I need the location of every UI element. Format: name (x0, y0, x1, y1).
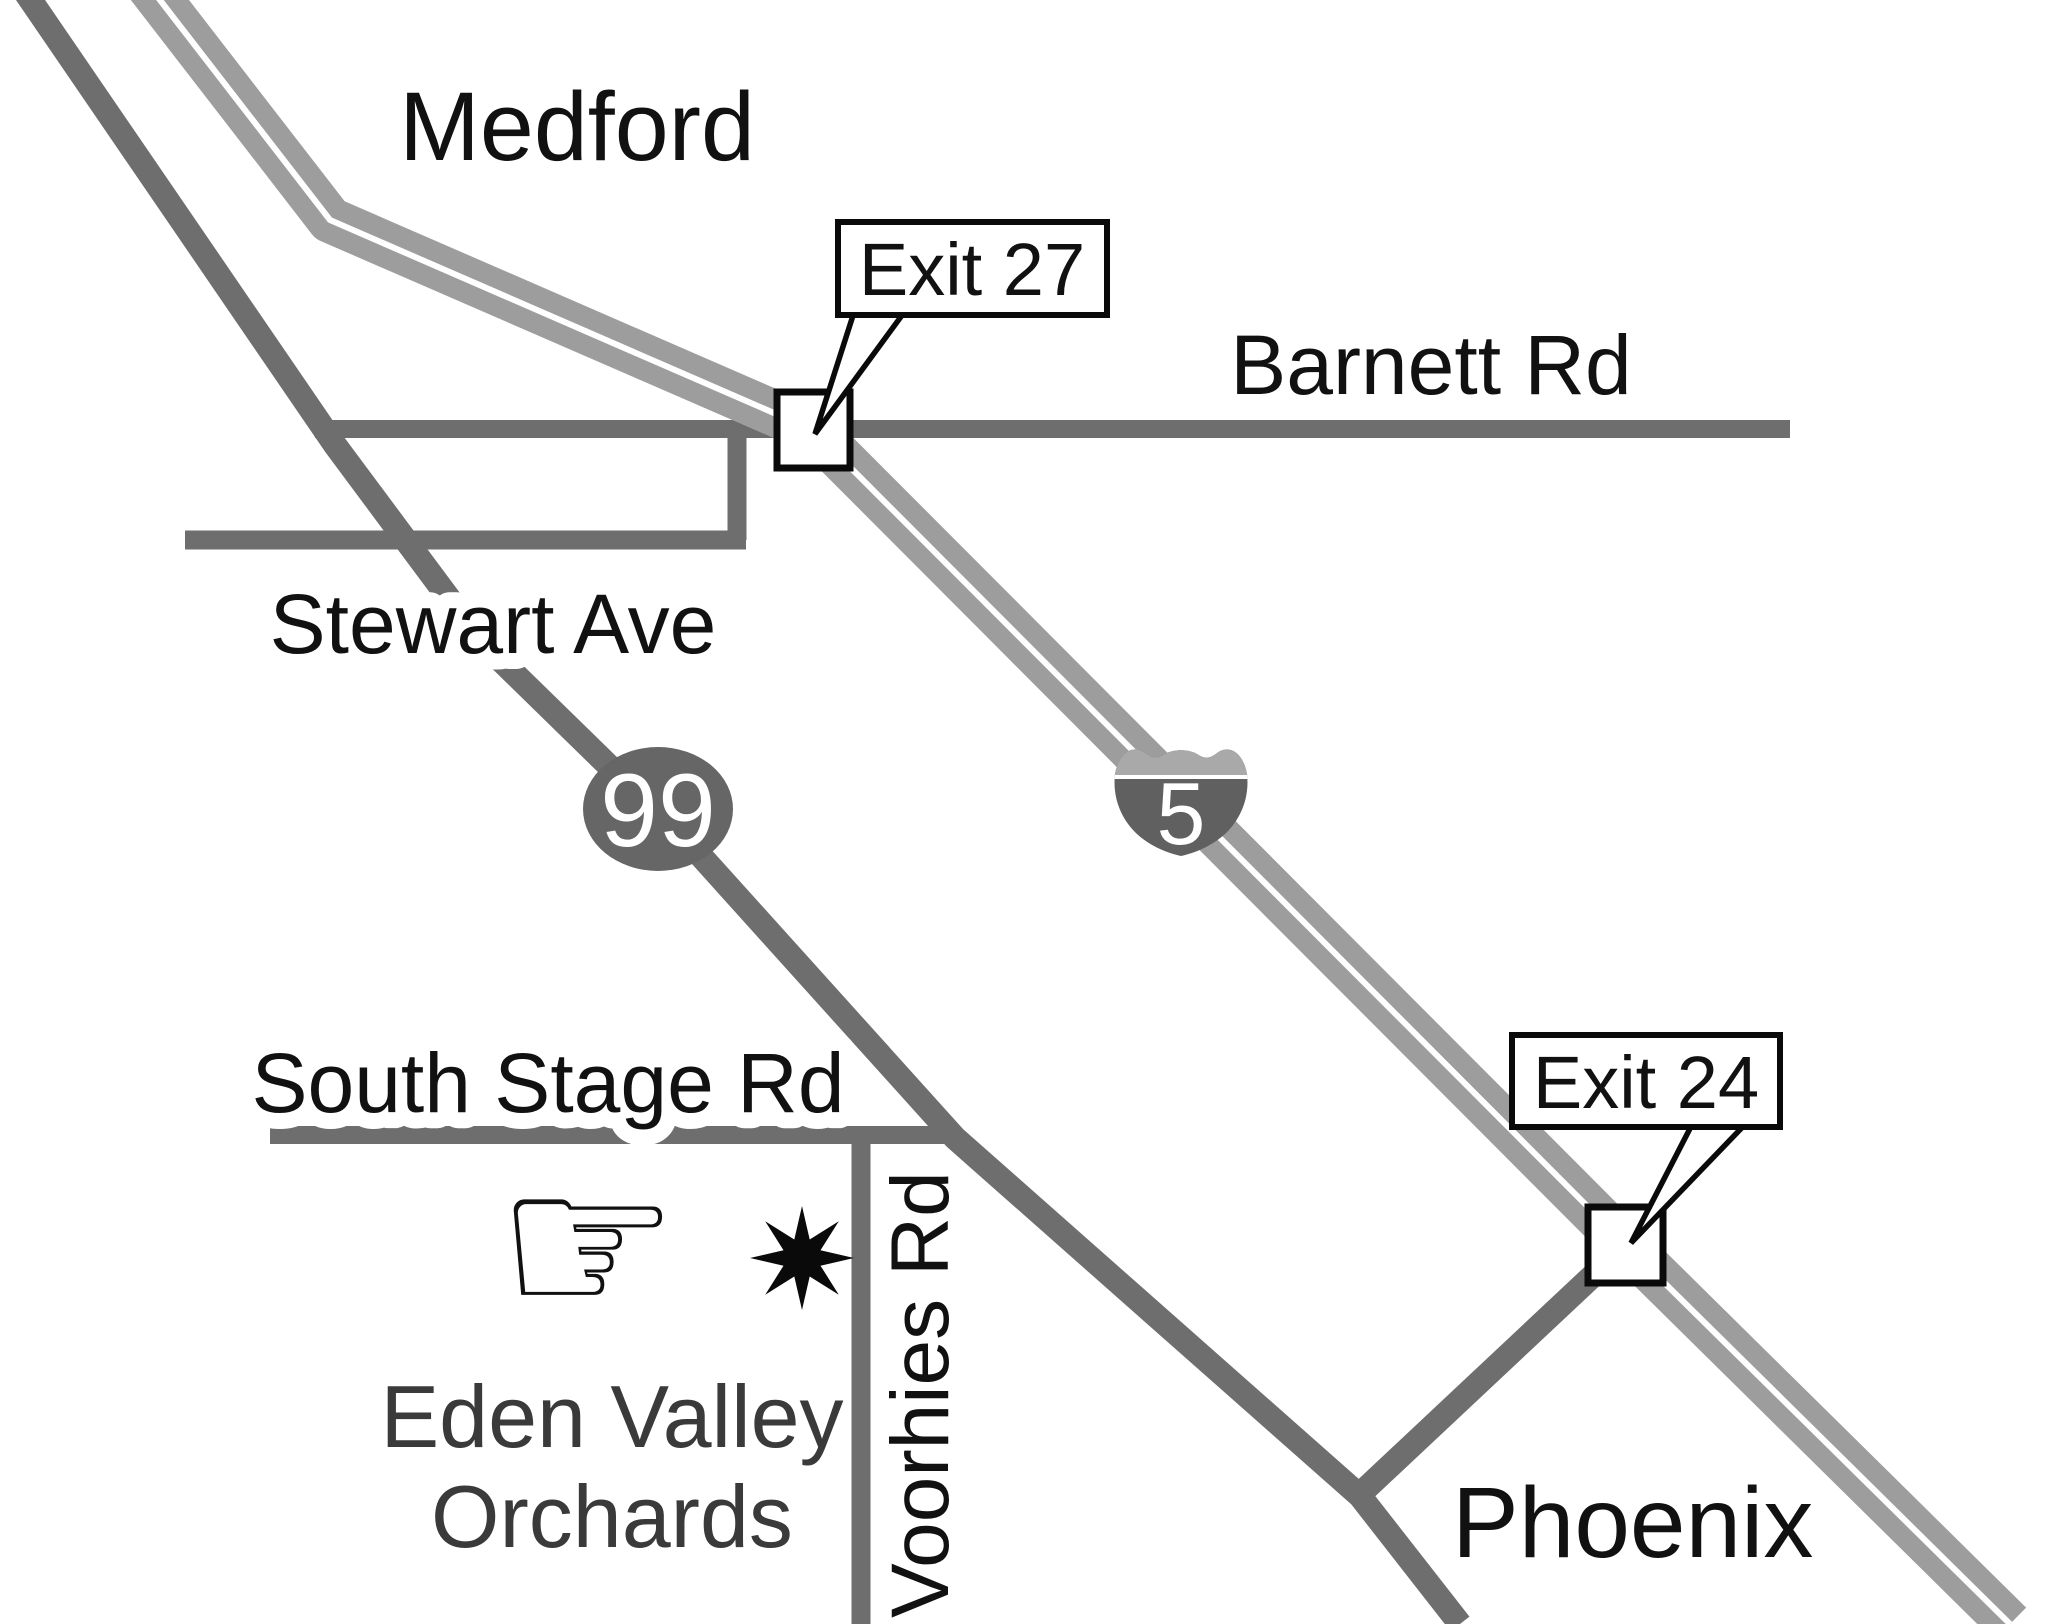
exit24-callout-box (1509, 1032, 1783, 1130)
interstate-shield-icon: 5 (1114, 749, 1248, 863)
destination-label-line2: Orchards (431, 1467, 793, 1566)
road-label-barnett: Barnett Rd (1230, 318, 1632, 412)
destination-star-icon (750, 1206, 854, 1310)
interstate-shield-separator (1114, 775, 1248, 779)
interstate-5-shield-number: 5 (1157, 764, 1206, 863)
city-label-medford: Medford (399, 72, 755, 181)
road-label-voorhies: Voorhies Rd (875, 1171, 966, 1618)
exit27-square-marker (773, 388, 854, 472)
road-label-south-stage: South Stage Rd (251, 1036, 844, 1130)
city-label-phoenix: Phoenix (1452, 1467, 1813, 1579)
exit27-callout-label: Exit 27 (859, 228, 1085, 311)
highway-oval-icon: 99 (583, 747, 733, 871)
exit24-callout-tail (1628, 1110, 1763, 1245)
exit24-connector-line (1349, 1243, 1627, 1505)
exit27-callout-tail (812, 300, 917, 436)
road-label-stewart: Stewart Ave (270, 577, 717, 671)
interstate-shield-crown (1114, 749, 1248, 776)
highway-99-shield-number: 99 (600, 753, 716, 869)
exit24-callout-label: Exit 24 (1533, 1041, 1759, 1124)
pointing-hand-icon: ☞ (496, 1127, 680, 1365)
exit27-callout-box (835, 219, 1110, 318)
destination-label-line1: Eden Valley (380, 1367, 843, 1466)
